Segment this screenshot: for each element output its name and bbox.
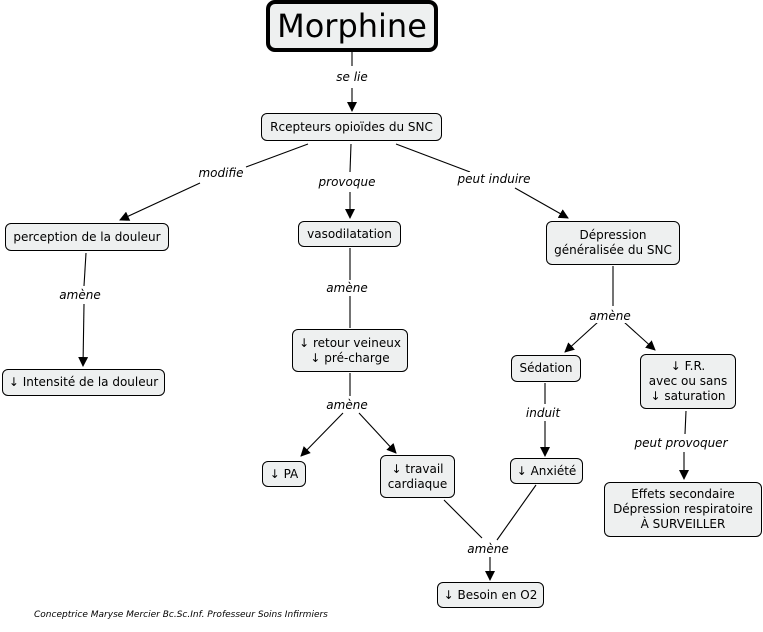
node-effets: Effets secondaire Dépression respiratoir… (604, 482, 762, 537)
label-amene-perception: amène (57, 288, 103, 302)
node-recepteurs: Rcepteurs opioïdes du SNC (261, 113, 442, 141)
link-recepteurs-provoque (349, 143, 352, 173)
node-besoin: ↓ Besoin en O2 (437, 582, 544, 608)
arrow-to-perception (119, 182, 201, 221)
label-provoque: provoque (316, 175, 378, 189)
node-morphine: Morphine (266, 0, 438, 52)
arrow-to-fr (623, 321, 656, 351)
node-fr: ↓ F.R. avec ou sans ↓ saturation (640, 354, 736, 409)
label-amene-depression: amène (587, 309, 633, 323)
node-intensite: ↓ Intensité de la douleur (2, 369, 165, 396)
node-sedation: Sédation (511, 355, 581, 382)
label-se-lie: se lie (334, 70, 370, 84)
link-perception-amene (83, 252, 87, 287)
node-vasodilatation: vasodilatation (298, 221, 401, 247)
link-travail-amene (443, 499, 483, 539)
author-credit: Conceptrice Maryse Mercier Bc.Sc.Inf. Pr… (34, 610, 328, 620)
arrow-to-travail (358, 412, 397, 454)
arrow-to-pa (300, 412, 344, 457)
link-fr-peut-provoquer (684, 410, 687, 435)
node-depression: Dépression généralisée du SNC (546, 221, 680, 265)
arrow-to-depression (514, 187, 569, 219)
node-pa: ↓ PA (262, 461, 306, 487)
node-anxiete: ↓ Anxiété (510, 458, 583, 484)
link-anxiete-amene (496, 484, 537, 541)
link-recepteurs-peut-induire (395, 143, 471, 173)
arrow-to-sedation (564, 321, 599, 353)
link-recepteurs-modifie (245, 143, 309, 168)
label-peut-induire: peut induire (455, 172, 533, 186)
label-peut-provoquer: peut provoquer (632, 436, 730, 450)
label-amene-vaso: amène (324, 281, 370, 295)
label-induit: induit (523, 406, 563, 420)
arrow-to-intensite (78, 303, 89, 367)
node-travail: ↓ travail cardiaque (380, 455, 455, 498)
label-modifie: modifie (196, 166, 246, 180)
label-amene-besoin: amène (465, 542, 511, 556)
node-retour: ↓ retour veineux ↓ pré-charge (292, 329, 408, 372)
node-perception: perception de la douleur (5, 223, 169, 251)
label-amene-retour: amène (324, 398, 370, 412)
